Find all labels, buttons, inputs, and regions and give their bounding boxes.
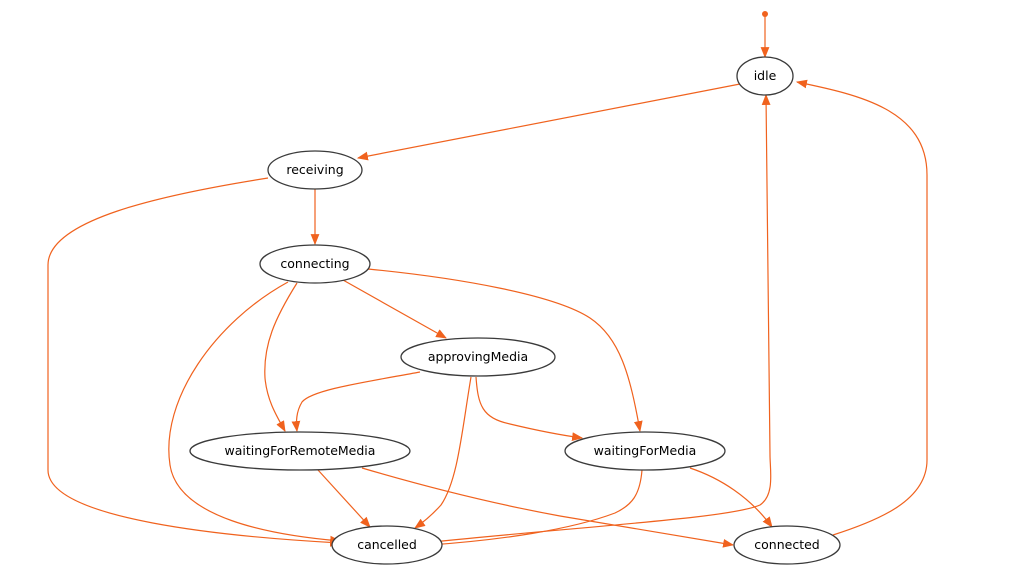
edge-waitingForMedia-connected [689,467,773,528]
edge-cancelled-idle [431,93,772,543]
state-cancelled-label: cancelled [357,537,417,552]
state-waitingForMedia: waitingForMedia [564,431,726,471]
edge-approvingMedia-cancelled [414,376,472,529]
state-connected-label: connected [754,537,819,552]
edge-approvingMedia-waitingForRemoteMedia [291,371,421,433]
state-receiving-label: receiving [286,162,343,177]
initial-state-dot [762,11,768,17]
state-cancelled: cancelled [331,525,443,565]
edge-receiving-cancelled [47,177,342,547]
edge-approvingMedia-waitingForMedia [475,376,584,442]
state-approvingMedia-label: approvingMedia [428,349,528,364]
transitions [47,16,928,549]
edge-connecting-approvingMedia [342,279,447,339]
edge-waitingForRemoteMedia-cancelled [317,469,371,528]
state-receiving: receiving [267,150,363,190]
state-approvingMedia: approvingMedia [400,337,556,377]
state-connecting: connecting [259,244,371,284]
edge-waitingForRemoteMedia-connected [361,467,735,548]
edge-connecting-cancelled [168,281,342,545]
state-connecting-label: connecting [280,256,349,271]
state-connected: connected [733,525,841,565]
edge-connecting-waitingForMedia [367,268,643,433]
state-waitingForRemoteMedia-label: waitingForRemoteMedia [225,443,376,458]
edge-waitingForMedia-cancelled [428,469,643,549]
state-waitingForRemoteMedia: waitingForRemoteMedia [189,431,411,471]
edge-connecting-waitingForRemoteMedia [264,282,298,432]
state-waitingForMedia-label: waitingForMedia [594,443,697,458]
edge-connected-idle [795,79,928,536]
edge-idle-receiving [356,83,741,161]
state-idle: idle [736,56,794,96]
state-idle-label: idle [754,68,777,83]
